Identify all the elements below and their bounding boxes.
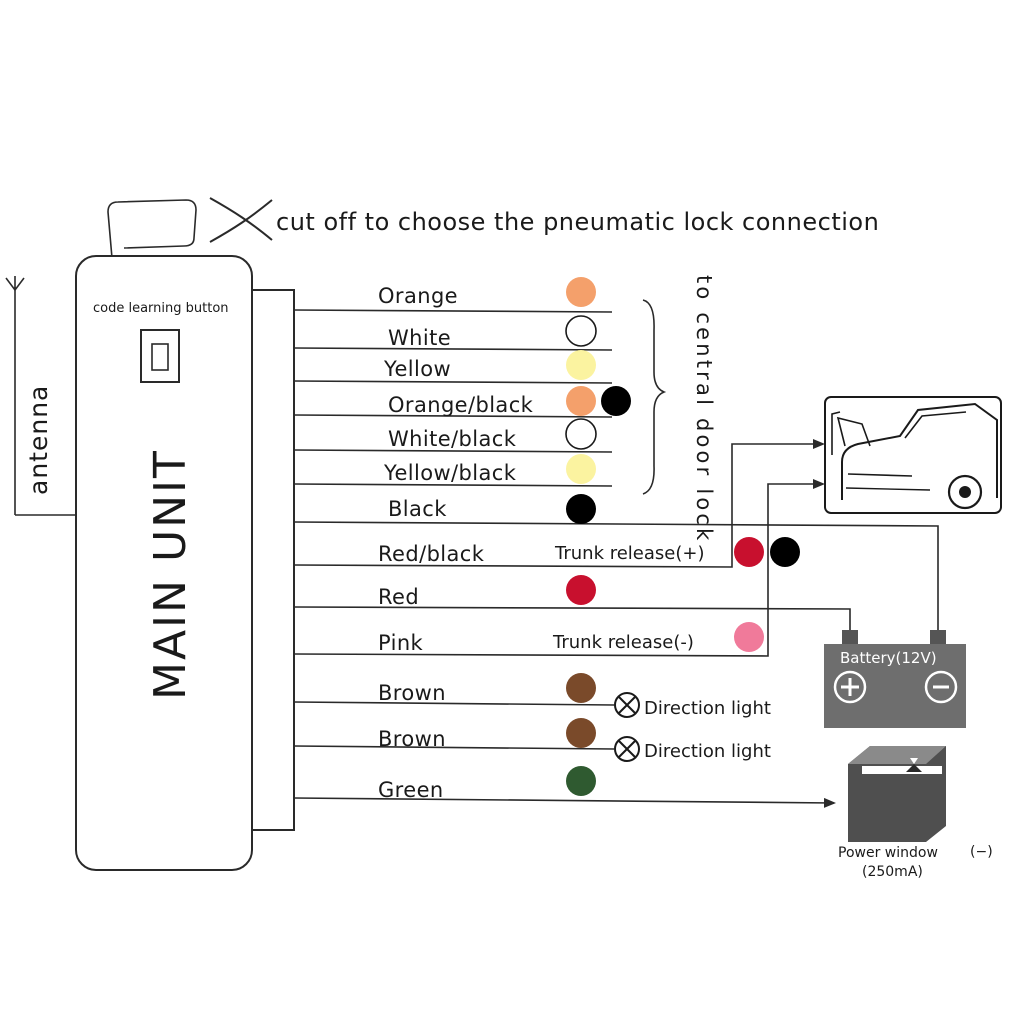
wire-label-white-black: White/black [388, 427, 517, 451]
battery-icon [824, 630, 966, 728]
swatch-yellow [566, 350, 596, 380]
trunk-release-minus-label: Trunk release(-) [552, 632, 694, 653]
antenna-label: antenna [24, 385, 53, 495]
trunk-release-plus-label: Trunk release(+) [554, 543, 704, 564]
wire-label-orange-black: Orange/black [388, 393, 534, 417]
wire-label-red-black: Red/black [378, 542, 485, 566]
swatch-yellow-black [566, 454, 596, 484]
swatch-white [565, 315, 597, 347]
direction-light-icon-1 [614, 692, 640, 718]
swatch-red [566, 575, 596, 605]
swatch-brown-1 [566, 673, 596, 703]
wire-label-brown-2: Brown [378, 727, 446, 751]
direction-light-label-2: Direction light [644, 741, 771, 762]
wire-label-pink: Pink [378, 631, 424, 655]
pneumatic-loop [107, 199, 197, 259]
wire-label-white: White [388, 326, 451, 350]
power-window-current: (250mA) [862, 864, 923, 880]
code-learning-button-label: code learning button [93, 301, 229, 316]
car-trunk-icon [824, 396, 1002, 514]
swatch-red-black-a [734, 537, 764, 567]
wire-label-red: Red [378, 585, 419, 609]
wire-color-swatches [565, 277, 800, 796]
swatch-orange [566, 277, 596, 307]
cut-note: cut off to choose the pneumatic lock con… [276, 208, 879, 236]
swatch-brown-2 [566, 718, 596, 748]
wire-label-yellow: Yellow [383, 357, 451, 381]
power-window-label: Power window [838, 845, 938, 861]
battery-label: Battery(12V) [840, 649, 937, 667]
wire-label-green: Green [378, 778, 444, 802]
antenna-icon [5, 276, 76, 516]
swatch-black [566, 494, 596, 524]
main-unit-label: MAIN UNIT [145, 449, 196, 700]
power-window-icon [848, 746, 946, 842]
swatch-orange-black-a [566, 386, 596, 416]
wire-label-orange: Orange [378, 284, 458, 308]
scissors-icon [209, 197, 273, 243]
swatch-white-black [565, 418, 597, 450]
wire-label-black: Black [388, 497, 447, 521]
connector-block [251, 289, 295, 831]
direction-light-label-1: Direction light [644, 698, 771, 719]
swatch-orange-black-b [601, 386, 631, 416]
swatch-red-black-b [770, 537, 800, 567]
power-window-polarity: (−) [970, 844, 993, 860]
central-lock-brace [642, 299, 667, 495]
wire-label-yellow-black: Yellow/black [383, 461, 517, 485]
swatch-green [566, 766, 596, 796]
wire-runs [293, 309, 939, 808]
swatch-pink [734, 622, 764, 652]
direction-light-icon-2 [614, 736, 640, 762]
central-lock-label: to central door lock [692, 275, 716, 544]
code-learning-button[interactable] [140, 329, 180, 383]
wire-label-brown-1: Brown [378, 681, 446, 705]
